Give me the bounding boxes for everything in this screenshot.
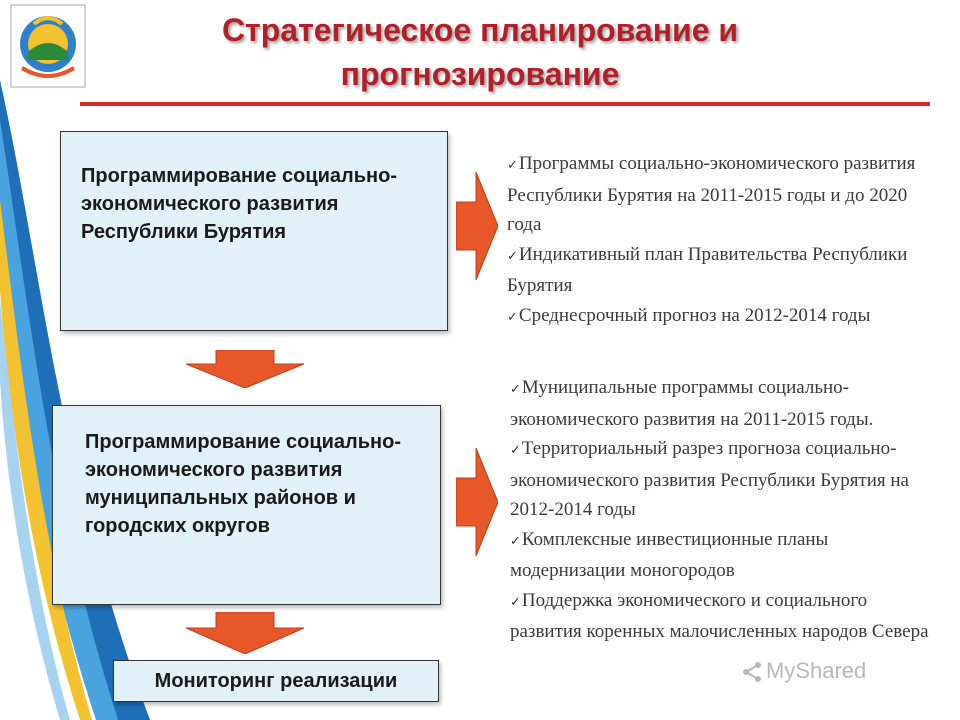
box-municipal-programming: Программирование социально-экономическог… [52, 405, 441, 605]
republic-documents-list: ✓Программы социально-экономического разв… [507, 149, 937, 332]
republic-emblem-icon [10, 4, 86, 88]
list-item: ✓Территориальный разрез прогноза социаль… [510, 438, 909, 520]
box-republic-programming-label: Программирование социально-экономическог… [81, 165, 398, 243]
checkmark-icon: ✓ [507, 248, 518, 264]
box-monitoring-label: Мониторинг реализации [154, 670, 398, 692]
box-municipal-programming-label: Программирование социально-экономическог… [85, 431, 402, 537]
decorative-swoosh [0, 80, 150, 720]
list-item: ✓Муниципальные программы социально-эконо… [510, 377, 874, 430]
arrow-down-icon [186, 350, 304, 388]
watermark-text: MyShared [766, 658, 867, 683]
list-item: ✓Комплексные инвестиционные планы модерн… [510, 528, 829, 582]
list-item: ✓Индикативный план Правительства Республ… [507, 243, 908, 297]
arrow-right-icon [456, 172, 498, 280]
checkmark-icon: ✓ [510, 533, 521, 549]
box-monitoring: Мониторинг реализации [113, 660, 439, 702]
title-underline [80, 102, 930, 106]
arrow-down-icon [186, 612, 304, 654]
checkmark-icon: ✓ [507, 158, 518, 173]
checkmark-icon: ✓ [510, 382, 521, 397]
box-republic-programming: Программирование социально-экономическог… [60, 131, 448, 331]
list-item: ✓Поддержка экономического и социального … [510, 589, 929, 643]
arrow-right-icon [456, 448, 498, 556]
checkmark-icon: ✓ [510, 594, 521, 610]
list-item: ✓Среднесрочный прогноз на 2012-2014 годы [507, 304, 871, 326]
checkmark-icon: ✓ [510, 443, 521, 458]
list-item: ✓Программы социально-экономического разв… [507, 153, 916, 235]
municipal-documents-list: ✓Муниципальные программы социально-эконо… [510, 373, 940, 647]
checkmark-icon: ✓ [507, 309, 518, 325]
share-icon [743, 662, 761, 682]
page-title: Стратегическое планирование и прогнозиро… [221, 12, 739, 92]
